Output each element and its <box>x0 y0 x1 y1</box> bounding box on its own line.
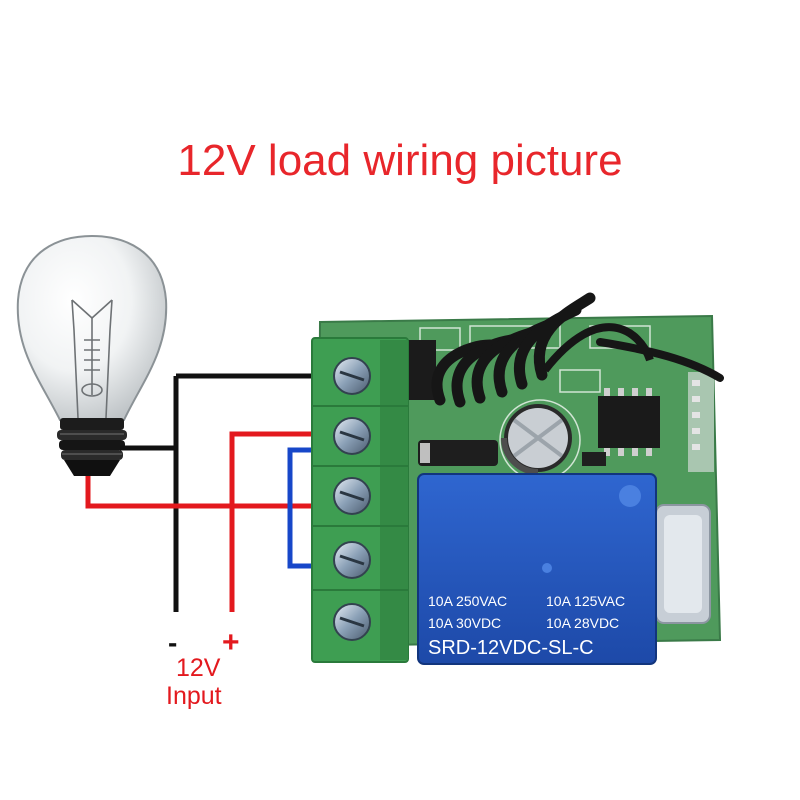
relay: 10A 250VAC 10A 125VAC 10A 30VDC 10A 28VD… <box>417 473 657 665</box>
plus-terminal-label: + <box>222 626 240 659</box>
input-label: Input <box>166 682 222 710</box>
bulb-base <box>57 418 127 476</box>
input-voltage-label: 12V <box>176 654 221 682</box>
minus-terminal-label: - <box>168 627 177 658</box>
terminal-block <box>311 337 409 663</box>
terminal-screw-5 <box>333 603 371 641</box>
terminal-screw-2 <box>333 417 371 455</box>
terminal-screw-3 <box>333 477 371 515</box>
red-wire-load <box>85 476 340 509</box>
terminal-screw-1 <box>333 357 371 395</box>
relay-spec-2-left: 10A 30VDC <box>428 615 501 631</box>
relay-spec-1-left: 10A 250VAC <box>428 593 507 609</box>
antenna-coil <box>431 292 724 408</box>
page-title: 12V load wiring picture <box>177 136 623 185</box>
relay-spec-2-right: 10A 28VDC <box>546 615 619 631</box>
red-wire-input <box>229 431 340 612</box>
terminal-screw-4 <box>333 541 371 579</box>
relay-spec-1-right: 10A 125VAC <box>546 593 625 609</box>
bulb-filament <box>71 299 113 419</box>
light-bulb <box>16 234 168 476</box>
relay-model: SRD-12VDC-SL-C <box>428 637 594 659</box>
